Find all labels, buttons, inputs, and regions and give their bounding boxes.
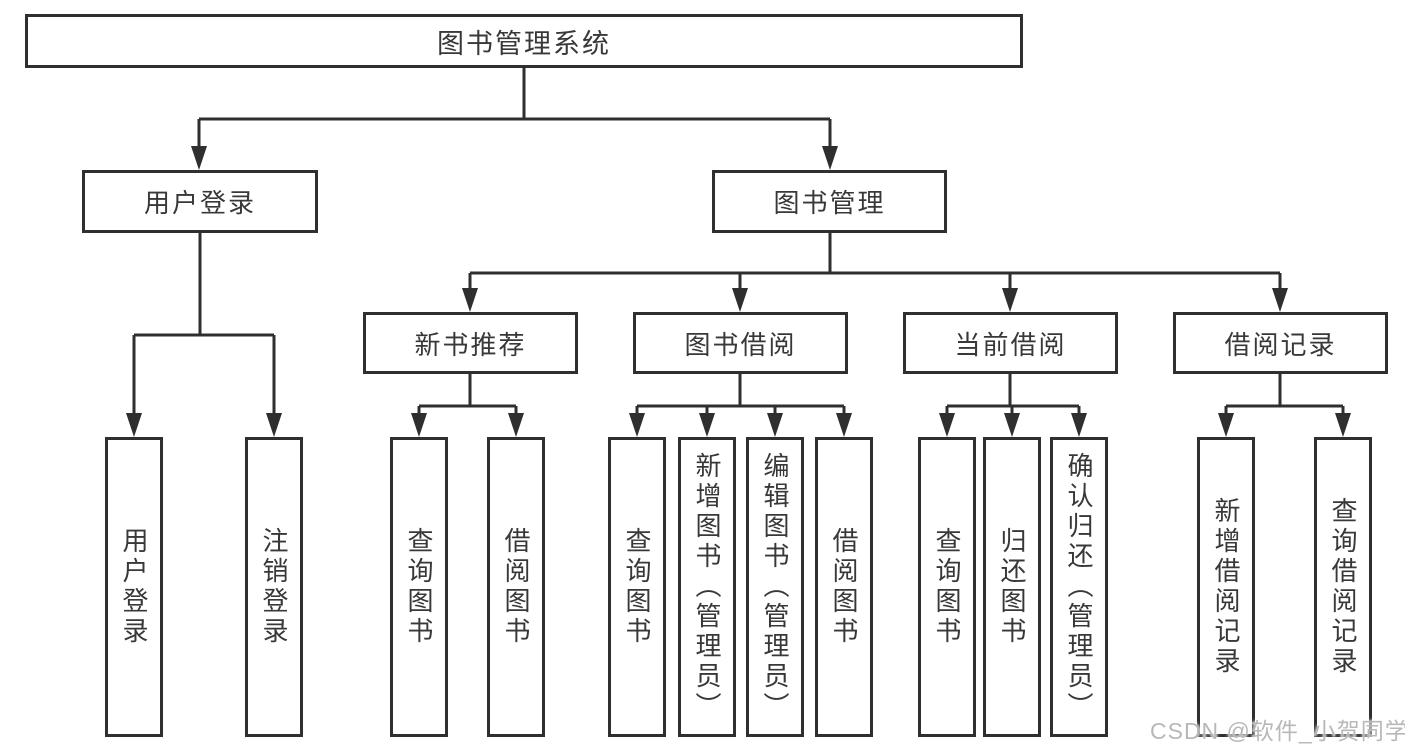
edges-root: [191, 68, 838, 170]
leaf-label: 查询图书: [932, 527, 962, 647]
node-current-borrowing: 当前借阅: [903, 312, 1118, 374]
leaf-label: 归还图书: [997, 527, 1027, 647]
leaf-add-book-admin: 新增图书（管理员）: [678, 437, 736, 737]
leaf-label: 借阅图书: [829, 527, 859, 647]
edges-new-book-recommendation: [411, 374, 524, 437]
leaf-user-login: 用户登录: [105, 437, 163, 737]
leaf-label: 用户登录: [119, 527, 149, 647]
leaf-return-books: 归还图书: [983, 437, 1041, 737]
leaf-label: 查询图书: [622, 527, 652, 647]
leaf-query-books-borrowing: 查询图书: [608, 437, 666, 737]
node-new-book-recommendation: 新书推荐: [363, 312, 578, 374]
leaf-label: 新增图书（管理员）: [692, 452, 722, 722]
leaf-confirm-return-admin: 确认归还（管理员）: [1050, 437, 1108, 737]
node-library-management-system: 图书管理系统: [25, 14, 1023, 68]
leaf-borrow-books-recommend: 借阅图书: [487, 437, 545, 737]
node-label: 新书推荐: [414, 329, 527, 360]
node-book-borrowing: 图书借阅: [633, 312, 848, 374]
watermark: CSDN @软件_小贺同学: [1150, 718, 1405, 744]
leaf-edit-book-admin: 编辑图书（管理员）: [746, 437, 804, 737]
leaf-borrow-books-borrowing: 借阅图书: [815, 437, 873, 737]
node-user-login: 用户登录: [82, 170, 318, 233]
edges-borrowing-records: [1218, 374, 1351, 437]
node-label: 图书借阅: [684, 329, 797, 360]
node-label: 当前借阅: [954, 329, 1067, 360]
leaf-query-books-recommend: 查询图书: [390, 437, 448, 737]
edges-book-borrowing: [629, 374, 852, 437]
leaf-label: 借阅图书: [501, 527, 531, 647]
leaf-logout: 注销登录: [245, 437, 303, 737]
leaf-label: 确认归还（管理员）: [1064, 452, 1094, 722]
node-label: 图书管理: [773, 188, 886, 218]
leaf-label: 注销登录: [259, 527, 289, 647]
leaf-label: 查询借阅记录: [1328, 497, 1358, 677]
edges-current-borrowing: [939, 374, 1087, 437]
leaf-label: 新增借阅记录: [1211, 497, 1241, 677]
node-label: 借阅记录: [1224, 329, 1337, 360]
edges-user-login: [126, 233, 282, 437]
node-book-management: 图书管理: [712, 170, 947, 233]
node-borrowing-records: 借阅记录: [1173, 312, 1388, 374]
leaf-add-borrow-record: 新增借阅记录: [1197, 437, 1255, 737]
leaf-label: 编辑图书（管理员）: [760, 452, 790, 722]
leaf-query-borrow-record: 查询借阅记录: [1314, 437, 1372, 737]
edges-book-management: [462, 233, 1288, 312]
leaf-query-books-current: 查询图书: [918, 437, 976, 737]
node-label: 用户登录: [143, 188, 256, 218]
leaf-label: 查询图书: [404, 527, 434, 647]
node-label: 图书管理系统: [437, 28, 611, 59]
